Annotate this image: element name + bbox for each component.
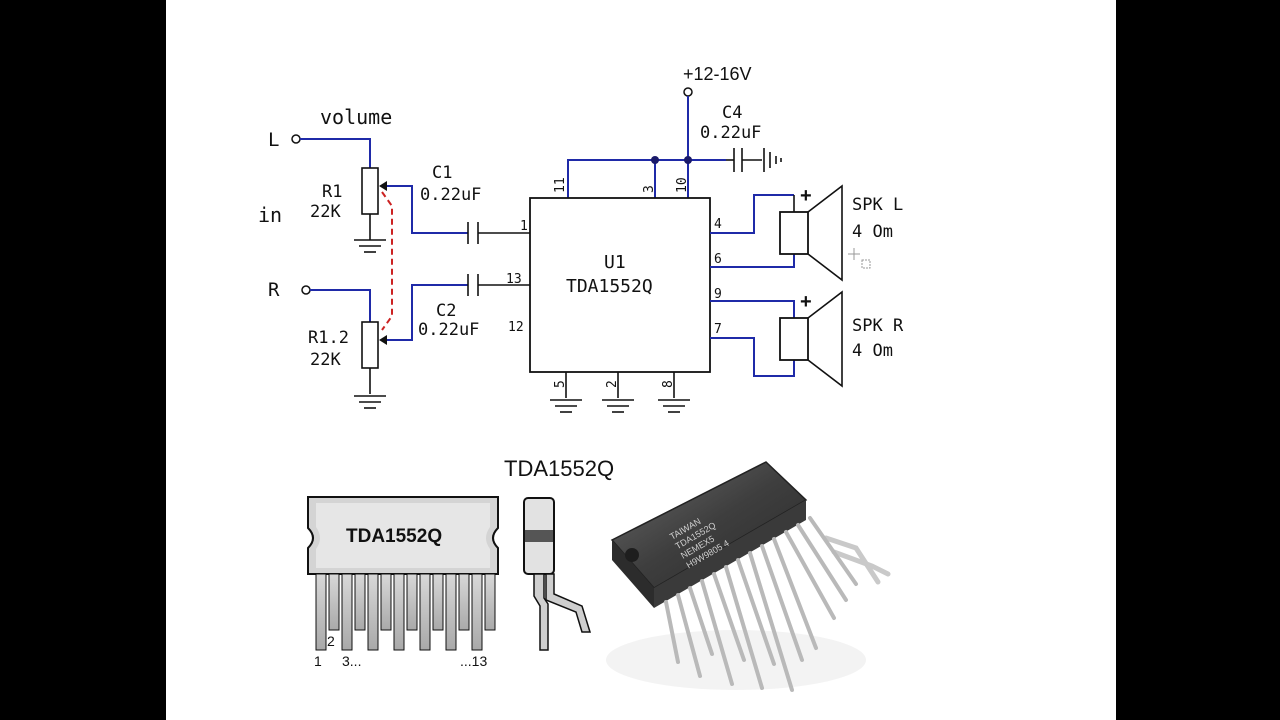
r12-ref: R1.2: [308, 328, 349, 348]
pin-label: 11: [553, 177, 568, 193]
pin-label: 13: [506, 272, 522, 287]
input-l-wire: [300, 138, 371, 168]
spk-r-label: SPK R: [852, 316, 904, 336]
pin-label: 5: [553, 380, 568, 388]
schematic-diagram: +12-16V C4 0.22uF U1 TDA1552Q: [258, 64, 904, 692]
supply-label: +12-16V: [683, 64, 752, 84]
c1-ref: C1: [432, 163, 452, 183]
ic-u1: [529, 197, 711, 373]
pin-label: 12: [508, 320, 524, 335]
pin-label: 8: [661, 380, 676, 388]
pin-label: 6: [714, 252, 722, 267]
spk-l-impedance: 4 Om: [852, 222, 893, 242]
r1-wiper-wire: [387, 185, 468, 234]
pin-label: 7: [714, 322, 722, 337]
junction-dot: [684, 156, 692, 164]
package-side-view: [523, 497, 592, 651]
pin-label: 4: [714, 217, 722, 232]
spk-r-impedance: 4 Om: [852, 341, 893, 361]
spk-r-plus: +: [800, 291, 812, 313]
vcc-rail: [567, 159, 726, 198]
spk-l-plus-wire: [710, 194, 794, 234]
input-label: in: [258, 203, 282, 227]
r12-wiper-wire: [387, 284, 468, 341]
pin-label-last: ...13: [460, 653, 487, 669]
pin-label: 9: [714, 287, 722, 302]
r1-ref: R1: [322, 182, 342, 202]
package-body-label: TDA1552Q: [346, 526, 442, 547]
c1-value: 0.22uF: [420, 185, 481, 205]
spk-l-plus: +: [800, 185, 812, 207]
spk-r-plus-wire: [710, 300, 795, 318]
ground-symbol: [658, 372, 690, 413]
c4-ref: C4: [722, 103, 742, 123]
speaker-right: [779, 317, 809, 361]
junction-dot: [651, 156, 659, 164]
r1-value: 22K: [310, 202, 341, 222]
spk-l-label: SPK L: [852, 195, 903, 215]
input-r-label: R: [268, 279, 280, 301]
pin-label: 3: [642, 185, 657, 193]
package-title: TDA1552Q: [504, 456, 614, 481]
spk-r-minus-wire: [710, 337, 795, 377]
package-pins: [315, 573, 496, 651]
chip-photo: TAIWAN TDA1552Q NEMEX5 H9W9805 4: [606, 461, 891, 692]
mouse-cursor: [848, 248, 871, 269]
supply-terminal: [683, 87, 693, 97]
spk-l-minus-wire: [710, 254, 795, 268]
input-r-wire: [310, 289, 371, 322]
ic-ref: U1: [604, 252, 626, 273]
ic-part: TDA1552Q: [566, 276, 653, 297]
r1-potentiometer: [361, 167, 379, 215]
input-l-terminal: [291, 134, 301, 144]
pin-label-first: 1: [314, 653, 322, 669]
ground-symbol: [602, 372, 634, 413]
pin-label: 2: [605, 380, 620, 388]
input-r-terminal: [301, 285, 311, 295]
ground-symbol: [550, 372, 582, 413]
slide-canvas: +12-16V C4 0.22uF U1 TDA1552Q: [166, 0, 1116, 720]
pin-label-third: 3...: [342, 653, 361, 669]
input-l-label: L: [268, 129, 279, 151]
gang-link: [381, 191, 393, 331]
pin-label: 1: [520, 219, 528, 234]
pin-label: 10: [675, 177, 690, 193]
r12-potentiometer: [361, 321, 379, 369]
pin-label-second: 2: [327, 633, 335, 649]
c4-value: 0.22uF: [700, 123, 761, 143]
speaker-left: [779, 211, 809, 255]
c2-ref: C2: [436, 301, 456, 321]
r12-value: 22K: [310, 350, 341, 370]
volume-label: volume: [320, 105, 392, 129]
c2-value: 0.22uF: [418, 320, 479, 340]
